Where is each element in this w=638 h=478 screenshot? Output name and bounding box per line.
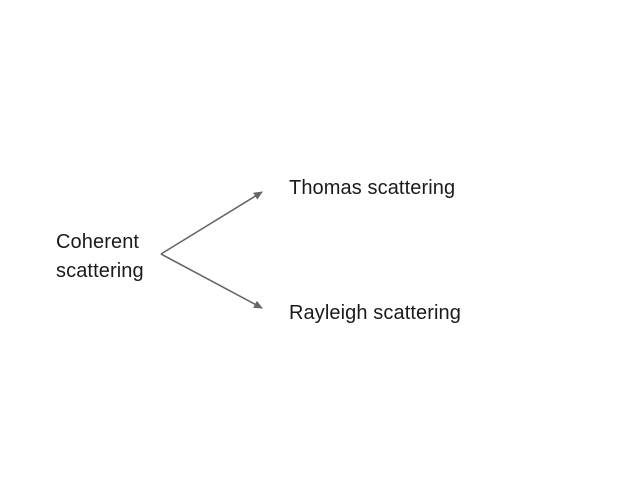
arrow-to-rayleigh	[160, 253, 263, 309]
source-label-line-2: scattering	[56, 260, 144, 282]
target-label-thomas-scattering: Thomas scattering	[289, 177, 456, 199]
source-label-coherent-scattering: Coherent scattering	[56, 228, 144, 286]
source-label-line-1: Coherent	[56, 231, 140, 253]
target-label-rayleigh-scattering: Rayleigh scattering	[289, 302, 461, 324]
arrow-to-thomas	[160, 191, 263, 255]
